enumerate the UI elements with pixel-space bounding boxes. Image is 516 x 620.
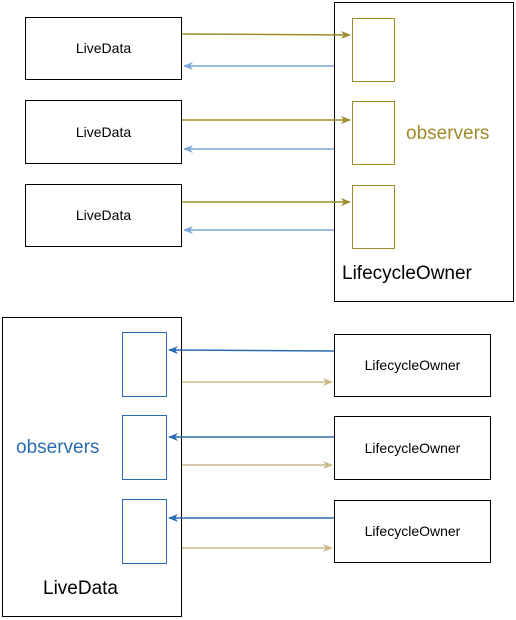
bottom-owner-box: LifecycleOwner (334, 500, 491, 563)
bottom-observer-slot (122, 499, 167, 564)
bottom-register-arrow (168, 346, 335, 355)
bottom-livedata-label: LiveData (43, 578, 118, 599)
bottom-owner-label: LifecycleOwner (364, 357, 461, 373)
bottom-observer-slot (122, 332, 167, 397)
top-observer-slot (352, 185, 395, 249)
top-livedata-label: LiveData (75, 124, 132, 140)
bottom-owner-box: LifecycleOwner (334, 334, 491, 397)
top-owner-label: LifecycleOwner (342, 263, 472, 284)
top-livedata-box: LiveData (25, 17, 182, 80)
bottom-observers-label: observers (16, 437, 100, 458)
bottom-observer-slot (122, 415, 167, 480)
top-livedata-label: LiveData (75, 40, 132, 56)
top-observers-label: observers (406, 123, 490, 144)
top-livedata-box: LiveData (25, 184, 182, 247)
bottom-owner-label: LifecycleOwner (364, 523, 461, 539)
bottom-owner-label: LifecycleOwner (364, 440, 461, 456)
top-register-arrow (181, 30, 351, 39)
bottom-owner-box: LifecycleOwner (334, 416, 491, 480)
top-observer-slot (352, 18, 395, 82)
top-livedata-label: LiveData (75, 207, 132, 223)
top-observer-slot (352, 101, 395, 165)
top-livedata-box: LiveData (25, 100, 182, 164)
